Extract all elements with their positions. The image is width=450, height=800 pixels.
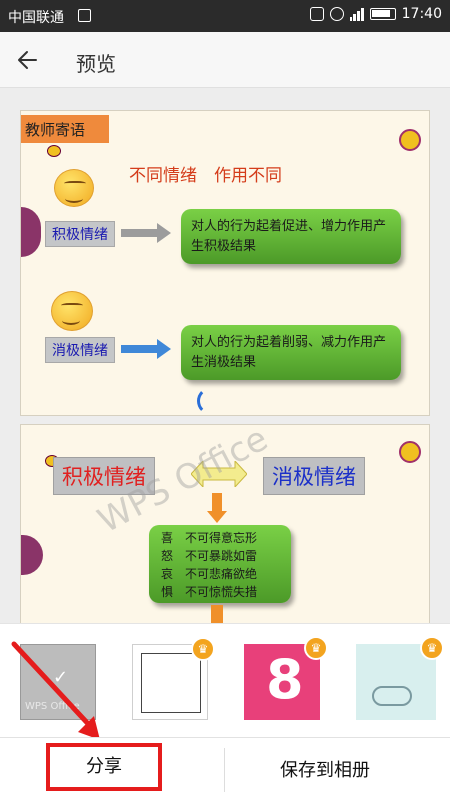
arrow-down-icon — [211, 605, 223, 623]
sun-icon — [399, 129, 421, 151]
save-to-album-button[interactable]: 保存到相册 — [280, 760, 370, 781]
slide-title: 不同情绪 作用不同 — [129, 166, 282, 186]
carrier-label: 中国联通 — [8, 10, 64, 26]
loading-spinner-icon — [197, 387, 225, 415]
flower-icon — [21, 535, 43, 575]
negative-emotion-label: 消极情绪 — [45, 337, 115, 363]
happy-face-icon — [54, 169, 94, 207]
rule-line: 怒 不可暴跳如雷 — [161, 549, 258, 563]
positive-effect-box: 对人的行为起着促进、增力作用产生积极结果 — [181, 209, 401, 264]
theme-glyph: 8 — [266, 648, 304, 711]
sad-face-icon — [51, 291, 93, 331]
status-bar: 中国联通 17:40 — [0, 0, 450, 32]
crown-icon: ♛ — [304, 636, 328, 660]
arrow-down-icon — [207, 493, 227, 523]
slide-1: 教师寄语 不同情绪 作用不同 积极情绪 对人的行为起着促进、增力作用产生积极结果… — [20, 110, 430, 416]
alarm-icon — [329, 7, 344, 21]
theme-default[interactable]: ✓ WPS Office — [20, 644, 96, 720]
app-bar: 预览 — [0, 32, 450, 88]
theme-cyclist[interactable]: ♛ — [356, 636, 444, 720]
slide-header-label: 教师寄语 — [21, 115, 109, 143]
rule-line: 喜 不可得意忘形 — [161, 531, 258, 545]
check-icon: ✓ — [53, 667, 69, 688]
theme-blank[interactable]: ♛ — [132, 637, 215, 720]
rule-line: 惧 不可惊慌失措 — [161, 585, 258, 599]
page-title: 预览 — [76, 52, 116, 76]
negative-effect-box: 对人的行为起着削弱、减力作用产生消极结果 — [181, 325, 401, 380]
share-button[interactable]: 分享 — [46, 743, 162, 791]
sun-icon — [399, 441, 421, 463]
theme-pink-eight[interactable]: 8 ♛ — [244, 636, 328, 720]
bottom-action-bar: 分享 保存到相册 — [0, 737, 450, 800]
emotion-rules-box: 喜 不可得意忘形 怒 不可暴跳如雷 哀 不可悲痛欲绝 惧 不可惊慌失措 — [149, 525, 291, 603]
clock: 17:40 — [401, 6, 442, 22]
crown-icon: ♛ — [191, 637, 215, 661]
bee-icon — [47, 145, 61, 157]
flower-icon — [21, 207, 41, 257]
divider — [224, 748, 225, 792]
back-button[interactable] — [14, 45, 46, 75]
negative-emotion-heading: 消极情绪 — [263, 457, 365, 495]
arrow-left-icon — [18, 51, 37, 69]
preview-area[interactable]: 教师寄语 不同情绪 作用不同 积极情绪 对人的行为起着促进、增力作用产生积极结果… — [0, 88, 450, 623]
crown-icon: ♛ — [420, 636, 444, 660]
sim-icon — [78, 9, 91, 22]
slide-2: 积极情绪 消极情绪 喜 不可得意忘形 怒 不可暴跳如雷 哀 不可悲痛欲绝 惧 不… — [20, 424, 430, 623]
positive-emotion-label: 积极情绪 — [45, 221, 115, 247]
rule-line: 哀 不可悲痛欲绝 — [161, 567, 258, 581]
battery-icon — [369, 8, 396, 20]
vibrate-icon — [309, 7, 324, 21]
theme-label: WPS Office — [25, 701, 80, 712]
positive-emotion-heading: 积极情绪 — [53, 457, 155, 495]
theme-picker: ✓ WPS Office ♛ 8 ♛ ♛ — [0, 623, 450, 737]
signal-icon — [349, 7, 364, 21]
arrow-right-icon — [121, 223, 171, 243]
bicycle-icon — [372, 686, 412, 706]
annotation-arrow-icon — [11, 641, 100, 740]
double-arrow-icon — [191, 461, 247, 487]
arrow-right-icon — [121, 339, 171, 359]
status-icons: 17:40 — [309, 6, 442, 22]
